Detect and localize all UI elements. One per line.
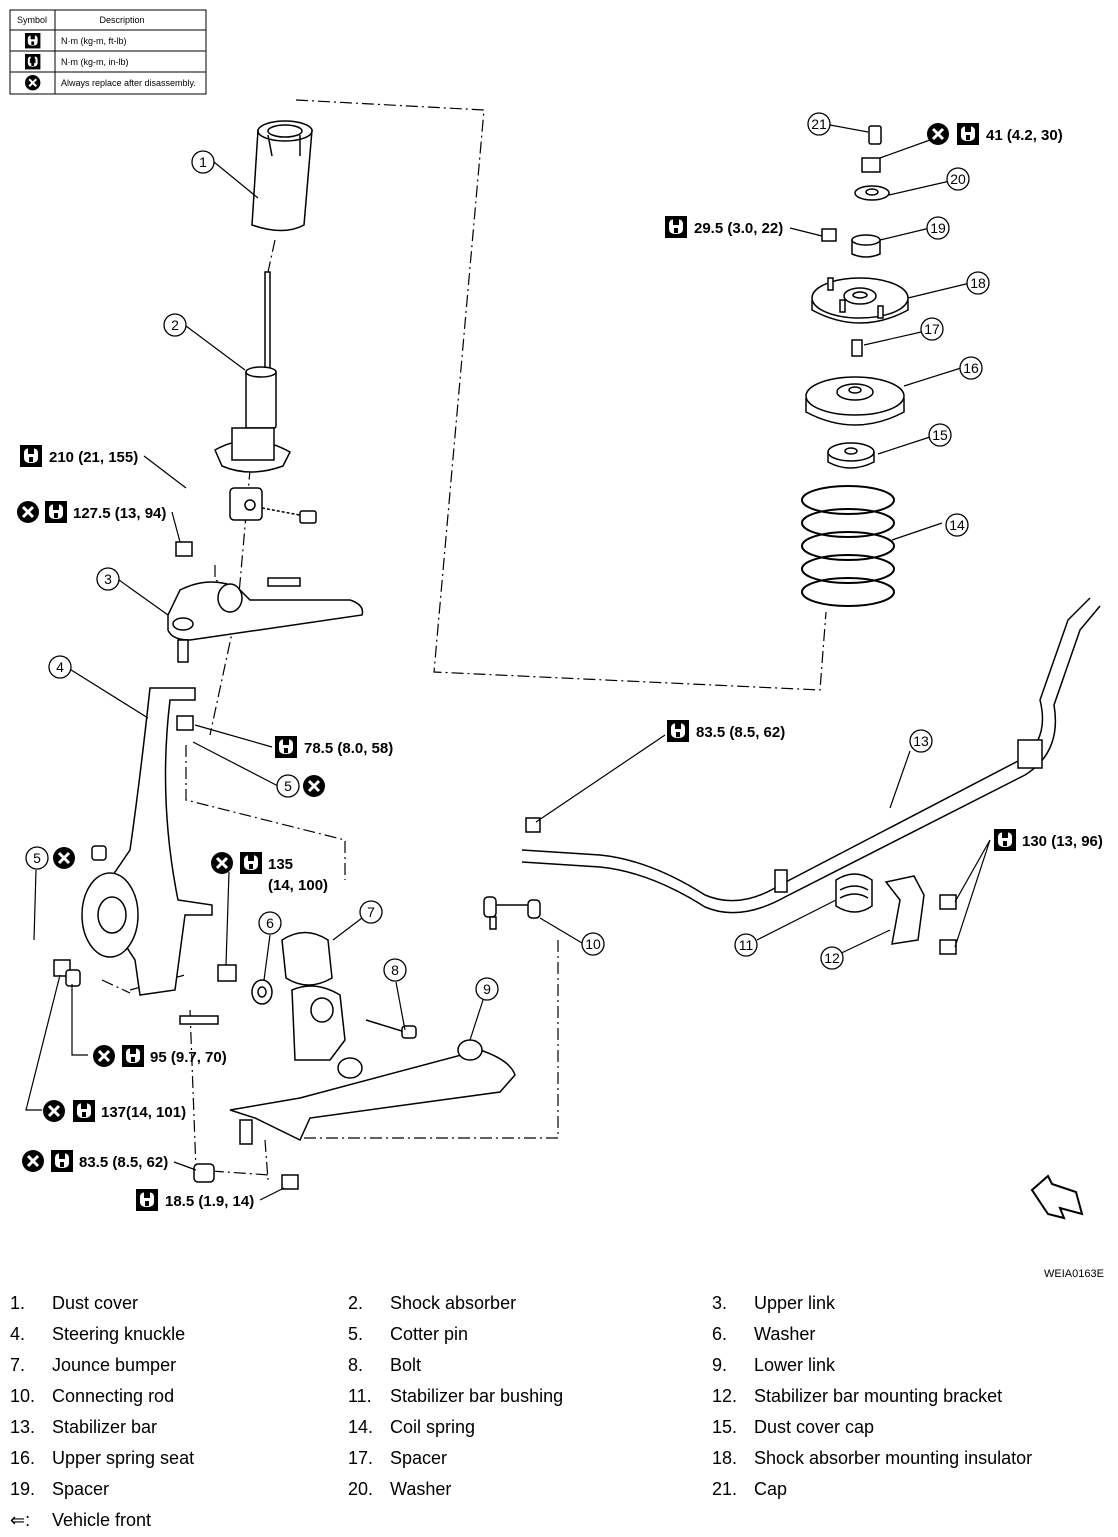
callout-9: 9 [483, 981, 491, 997]
callout-7: 7 [367, 904, 375, 920]
coil-spring-part [801, 485, 895, 607]
connecting-rod-part [483, 896, 541, 930]
washer-6-part [217, 964, 273, 1005]
callout-8: 8 [391, 962, 399, 978]
callout-20: 20 [950, 171, 966, 187]
symbol-desc-2: N·m (kg-m, in-lb) [61, 57, 129, 67]
replace-x-icon [23, 73, 42, 92]
torque-wrench-icon [994, 829, 1016, 851]
torque-83-5-top: 83.5 (8.5, 62) [696, 724, 785, 741]
torque-41: 41 (4.2, 30) [986, 127, 1063, 144]
torque-wrench-in-lb-icon [25, 54, 41, 70]
symbol-desc-3: Always replace after disassembly. [61, 78, 196, 88]
shock-absorber-part [214, 271, 317, 524]
replace-x-icon [15, 499, 41, 525]
replace-x-icon [925, 121, 951, 147]
torque-210: 210 (21, 155) [49, 449, 138, 466]
callout-5b: 5 [33, 850, 41, 866]
torque-wrench-icon [957, 123, 979, 145]
upper-spring-seat-part [805, 376, 905, 426]
callout-13: 13 [913, 733, 929, 749]
torque-29-5: 29.5 (3.0, 22) [694, 220, 783, 237]
torque-wrench-ft-lb-icon [25, 33, 41, 49]
callout-21: 21 [811, 116, 827, 132]
torque-wrench-icon [275, 736, 297, 758]
callout-18: 18 [970, 275, 986, 291]
replace-x-icon [41, 1098, 67, 1124]
torque-wrench-icon [665, 216, 687, 238]
jounce-bumper-part [281, 931, 333, 986]
torque-95: 95 (9.7, 70) [150, 1049, 227, 1066]
replace-x-icon [209, 850, 235, 876]
callout-4: 4 [56, 659, 64, 675]
callout-16: 16 [963, 360, 979, 376]
callout-11: 11 [739, 937, 754, 953]
dust-cover-part [251, 120, 313, 232]
torque-wrench-icon [20, 445, 42, 467]
cap-part [821, 125, 882, 242]
replace-x-icon [51, 845, 77, 871]
callouts: 1 2 3 4 5 5 6 7 8 9 10 11 12 13 14 15 16… [25, 112, 990, 1001]
washer-part [854, 185, 890, 201]
leader-lines [25, 124, 991, 1201]
torque-130: 130 (13, 96) [1022, 833, 1103, 850]
torque-83-5-bottom: 83.5 (8.5, 62) [79, 1154, 168, 1171]
torque-wrench-icon [667, 720, 689, 742]
callout-17: 17 [924, 321, 940, 337]
upper-link-part [167, 541, 364, 663]
torque-wrench-icon [136, 1189, 158, 1211]
replace-x-icon [20, 1148, 46, 1174]
torque-wrench-icon [240, 852, 262, 874]
torque-135: 135 [268, 856, 293, 873]
spacer-upper-part [851, 234, 881, 258]
torque-wrench-icon [51, 1150, 73, 1172]
stabilizer-bushing-part [835, 873, 873, 913]
replace-x-icon [301, 773, 327, 799]
torque-labels: 41 (4.2, 30) 29.5 (3.0, 22) 210 (21, 155… [49, 127, 1103, 1210]
torque-18-5: 18.5 (1.9, 14) [165, 1193, 254, 1210]
steering-knuckle-part [53, 687, 213, 996]
lower-link-part [193, 985, 516, 1190]
callout-15: 15 [932, 427, 948, 443]
vehicle-front-arrow-icon [1030, 1174, 1084, 1220]
torque-137: 137(14, 101) [101, 1104, 186, 1121]
callout-1: 1 [199, 154, 207, 170]
symbol-desc-1: N·m (kg-m, ft-lb) [61, 36, 127, 46]
suspension-exploded-diagram: Symbol Description N·m (kg-m, ft-lb) N·m… [9, 9, 1103, 1220]
torque-wrench-icon [73, 1100, 95, 1122]
torque-78-5: 78.5 (8.0, 58) [304, 740, 393, 757]
bolt-part [179, 1015, 417, 1039]
callout-14: 14 [949, 517, 965, 533]
stabilizer-bar-part [521, 597, 1101, 914]
callout-19: 19 [930, 220, 946, 236]
callout-5a: 5 [284, 778, 292, 794]
symbol-header: Symbol [17, 15, 47, 25]
description-header: Description [99, 15, 144, 25]
replace-x-icon [91, 1043, 117, 1069]
torque-127-5: 127.5 (13, 94) [73, 505, 166, 522]
callout-2: 2 [171, 317, 179, 333]
mounting-insulator-part [811, 277, 909, 324]
symbol-table: Symbol Description N·m (kg-m, ft-lb) N·m… [9, 9, 207, 95]
callout-3: 3 [104, 571, 112, 587]
parts-legend: 1.Dust cover 2.Shock absorber 3.Upper li… [10, 1293, 1033, 1530]
spacer-part [851, 339, 863, 357]
torque-wrench-icon [122, 1045, 144, 1067]
torque-135-units: (14, 100) [268, 877, 328, 894]
figure-code: WEIA0163E [1044, 1268, 1104, 1280]
callout-10: 10 [585, 936, 601, 952]
callout-12: 12 [824, 950, 840, 966]
torque-wrench-icon [45, 501, 67, 523]
callout-6: 6 [266, 915, 274, 931]
dust-cover-cap-part [827, 442, 875, 469]
mounting-bracket-part [884, 875, 957, 955]
